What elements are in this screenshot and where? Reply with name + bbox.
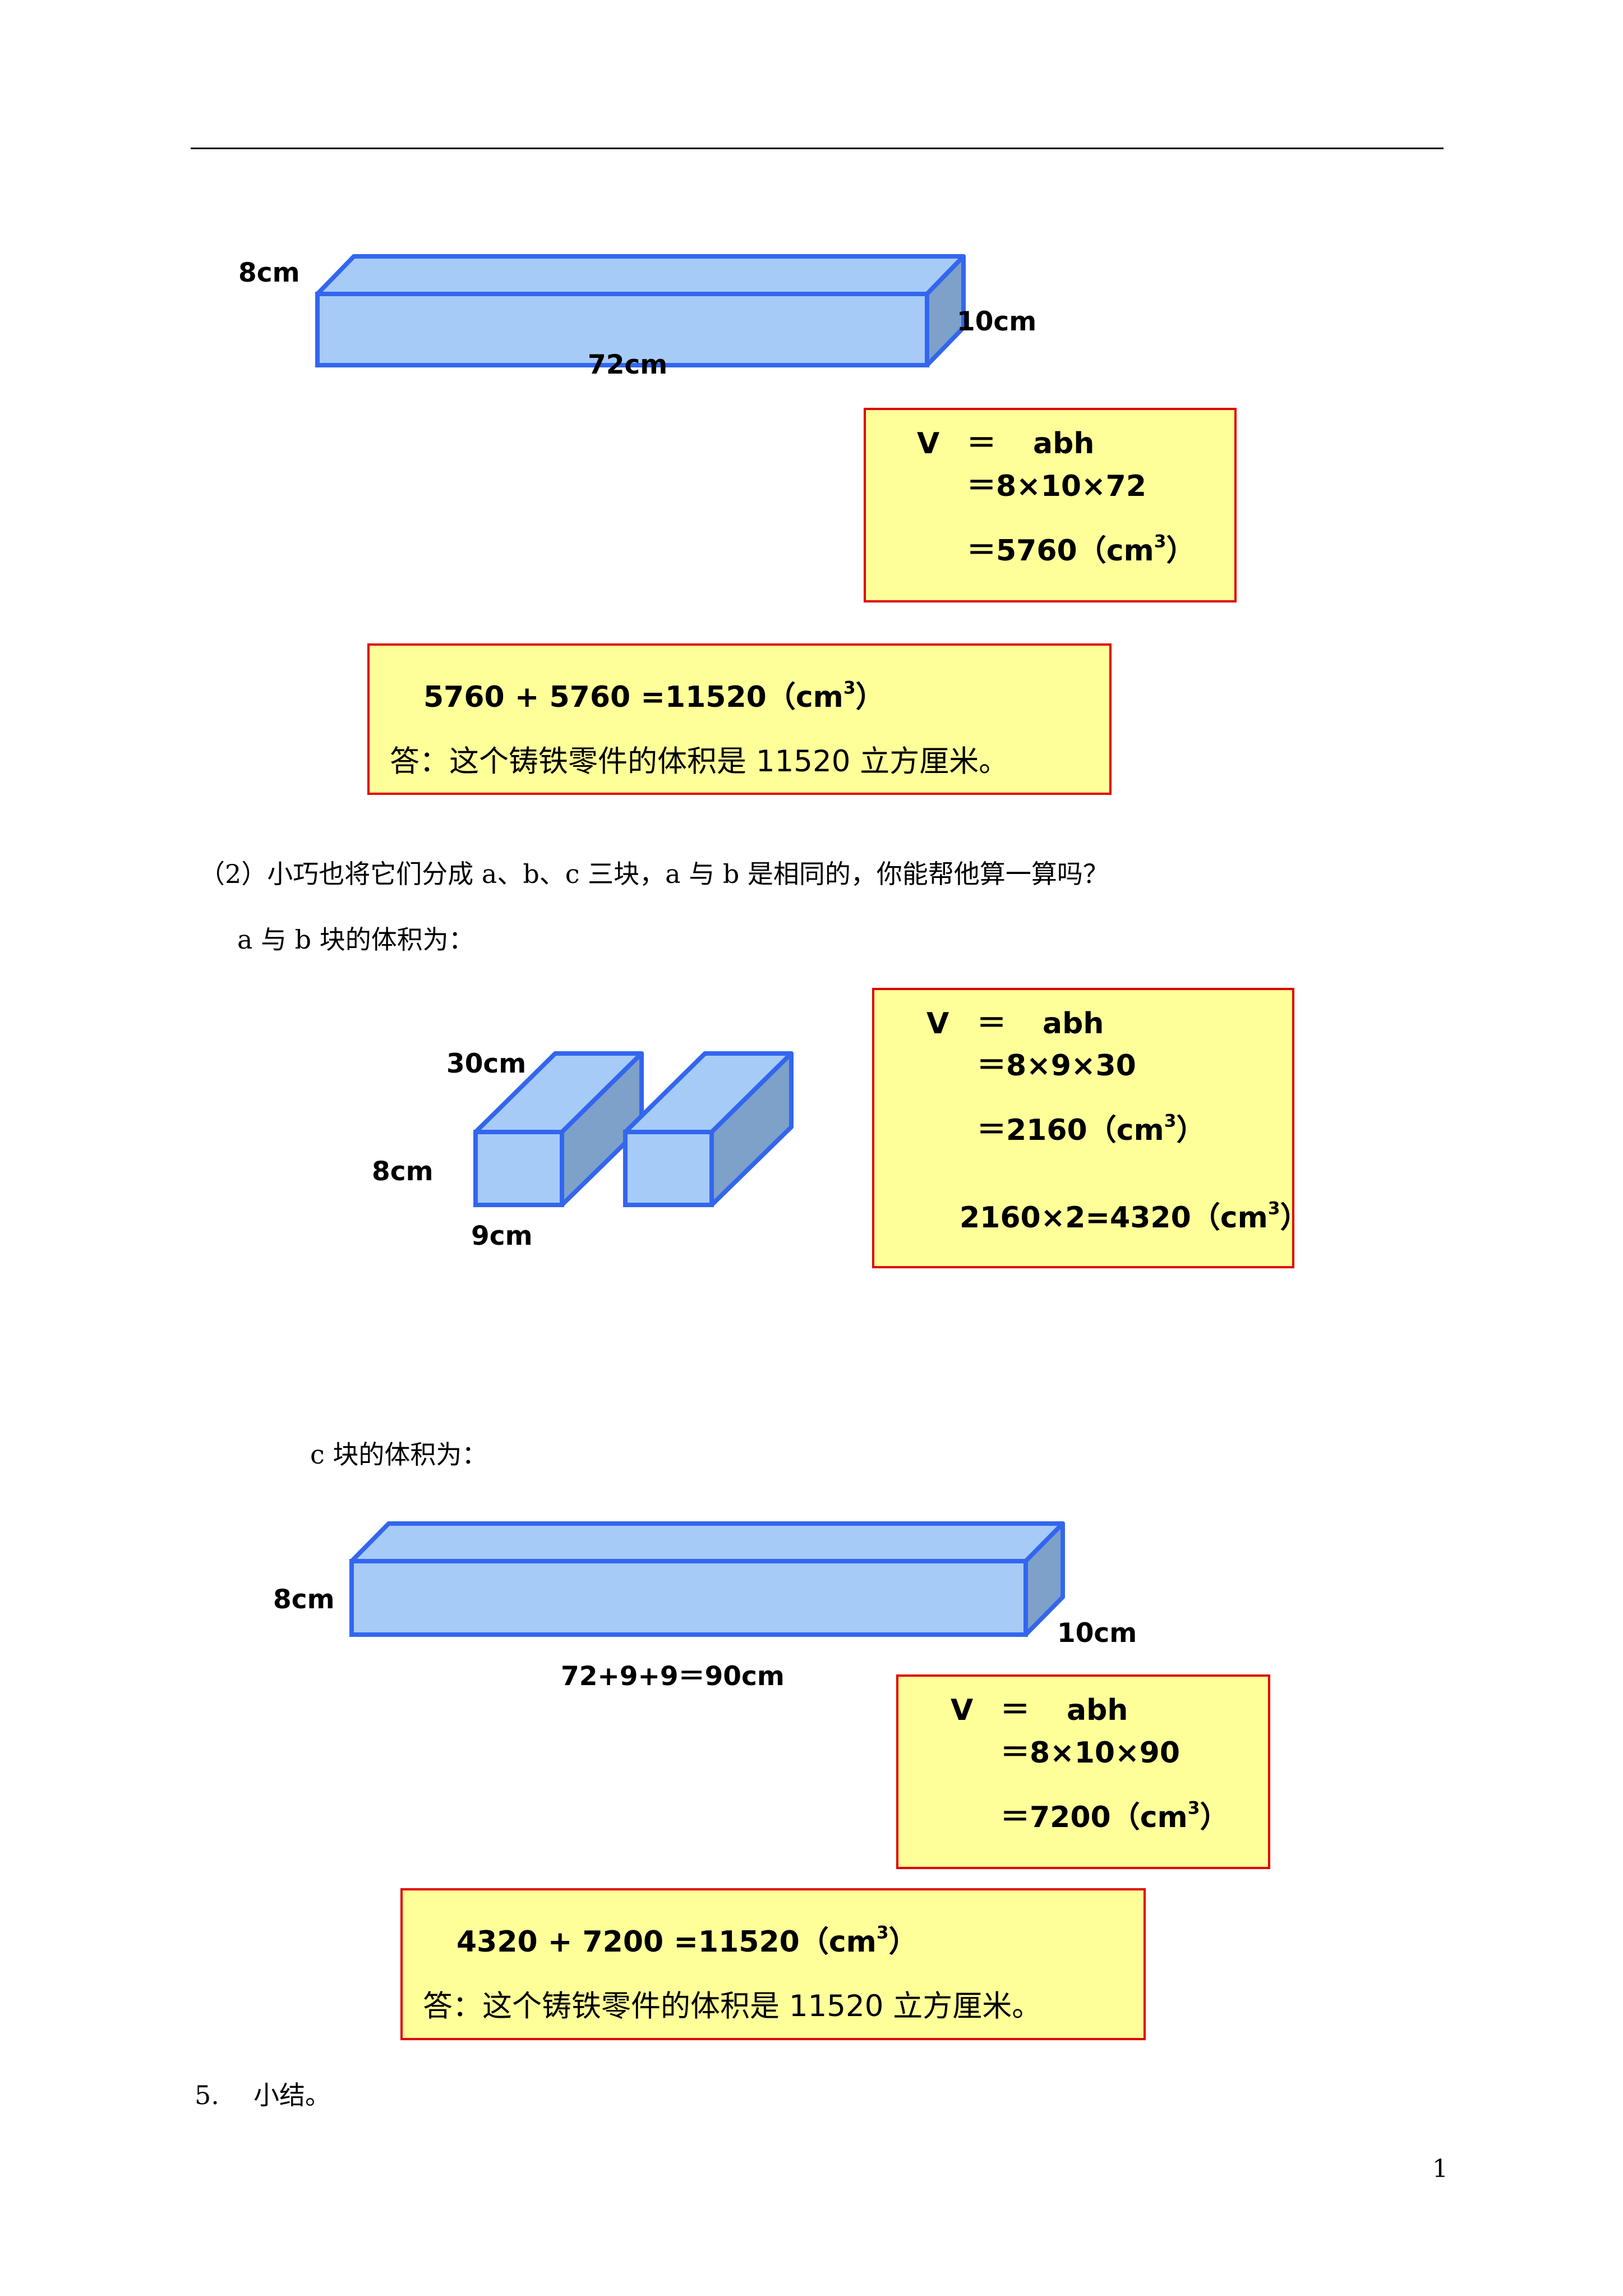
formula-box-1: V ＝ abh ＝8×10×72 ＝5760（cm3） xyxy=(864,408,1237,602)
prism3-top-face xyxy=(349,1521,1065,1563)
formula3-line2: ＝8×10×90 xyxy=(1000,1736,1181,1770)
prism2-length-label: 30cm xyxy=(446,1048,527,1079)
answer1-calc: 5760 + 5760 =11520（cm3） xyxy=(423,678,885,714)
formula3-eq: ＝ xyxy=(1000,1694,1030,1727)
answer1-text: 答：这个铸铁零件的体积是 11520 立方厘米。 xyxy=(390,744,1009,779)
prism2-height-label: 8cm xyxy=(372,1156,434,1187)
formula2-line4: 2160×2=4320（cm3） xyxy=(960,1198,1310,1235)
formula2-v: V xyxy=(926,1007,949,1041)
answer-box-1: 5760 + 5760 =11520（cm3） 答：这个铸铁零件的体积是 115… xyxy=(367,643,1112,795)
prism3-length-label: 72+9+9＝90cm xyxy=(561,1661,785,1692)
prism3-front-face xyxy=(349,1559,1028,1637)
formula1-eq: ＝ xyxy=(967,427,997,461)
ab-volume-heading: a 与 b 块的体积为： xyxy=(237,924,474,955)
formula1-rhs: abh xyxy=(1033,427,1095,461)
prism1-height-label: 8cm xyxy=(238,257,300,288)
answer-box-3: 4320 + 7200 =11520（cm3） 答：这个铸铁零件的体积是 115… xyxy=(400,1888,1146,2040)
formula1-line3: ＝5760（cm3） xyxy=(967,531,1196,568)
answer3-calc: 4320 + 7200 =11520（cm3） xyxy=(457,1922,918,1959)
formula2-rhs: abh xyxy=(1043,1007,1104,1041)
header-rule xyxy=(191,148,1444,149)
prism3-width-label: 10cm xyxy=(1057,1618,1137,1649)
formula3-v: V xyxy=(951,1694,974,1727)
prism1-width-label: 10cm xyxy=(957,306,1037,337)
formula3-line3: ＝7200（cm3） xyxy=(1000,1798,1229,1834)
prism2b-front-face xyxy=(623,1130,714,1207)
prism2-width-label: 9cm xyxy=(471,1221,533,1251)
prism3-height-label: 8cm xyxy=(273,1584,335,1615)
prism2a-front-face xyxy=(473,1130,564,1207)
formula2-line3: ＝2160（cm3） xyxy=(977,1111,1206,1147)
prism1-front-face xyxy=(315,292,929,367)
formula2-eq: ＝ xyxy=(977,1007,1007,1041)
formula2-line2: ＝8×9×30 xyxy=(977,1049,1136,1083)
formula3-rhs: abh xyxy=(1067,1694,1128,1727)
formula1-v: V xyxy=(917,427,940,461)
page-number: 1 xyxy=(1432,2155,1448,2183)
formula-box-2: V ＝ abh ＝8×9×30 ＝2160（cm3） 2160×2=4320（c… xyxy=(872,988,1310,1268)
answer3-text: 答：这个铸铁零件的体积是 11520 立方厘米。 xyxy=(423,1989,1042,2023)
question-2: （2）小巧也将它们分成 a、b、c 三块，a 与 b 是相同的，你能帮他算一算吗… xyxy=(199,859,1109,889)
summary-text: 小结。 xyxy=(253,2080,331,2110)
summary-number: 5. xyxy=(195,2080,219,2110)
formula-box-3: V ＝ abh ＝8×10×90 ＝7200（cm3） xyxy=(896,1674,1270,1869)
formula1-line2: ＝8×10×72 xyxy=(967,470,1147,503)
c-volume-heading: c 块的体积为： xyxy=(310,1439,488,1470)
prism1-length-label: 72cm xyxy=(588,349,668,380)
